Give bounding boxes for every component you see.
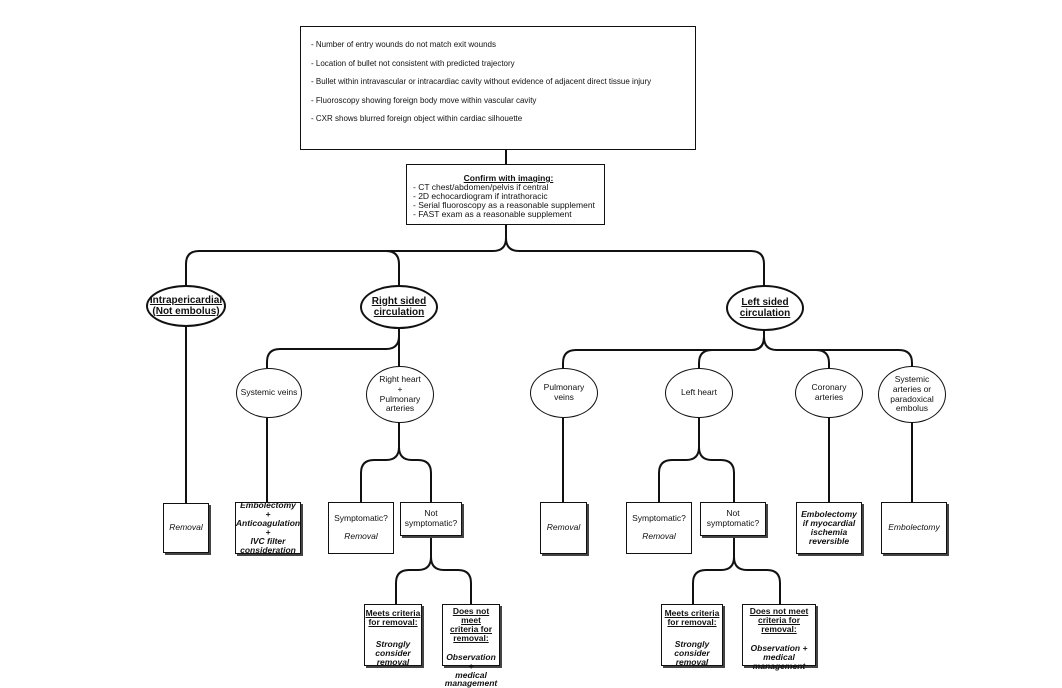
imaging-item: - FAST exam as a reasonable supplement xyxy=(413,208,572,219)
box-title: criteria for xyxy=(757,614,801,625)
box-label: management xyxy=(444,678,498,688)
node-label: Systemic veins xyxy=(240,387,298,398)
symptomatic-box-right: Symptomatic? Removal xyxy=(328,502,394,554)
node-label: circulation xyxy=(739,308,791,319)
left-circulation-node: Left sided circulation xyxy=(726,285,804,331)
box-title: removal: xyxy=(761,623,797,634)
embolectomy-if-ischemia-box: Embolectomy if myocardial ischemia rever… xyxy=(796,502,862,554)
box-title: Meets criteria xyxy=(664,608,720,618)
not-symptomatic-box-right: Not symptomatic? xyxy=(400,502,462,536)
symptomatic-box-left: Symptomatic? Removal xyxy=(626,502,692,554)
node-label: Coronary xyxy=(811,382,847,393)
meets-criteria-box-right: Meets criteria for removal: Strongly con… xyxy=(364,604,422,668)
node-label: Systemic xyxy=(894,373,930,384)
box-label: Embolectomy xyxy=(888,522,940,533)
node-label: paradoxical xyxy=(890,393,934,404)
node-label: veins xyxy=(554,392,574,402)
box-label: IVC filter xyxy=(250,535,286,546)
criteria-item: - Number of entry wounds do not match ex… xyxy=(311,40,496,49)
box-label: consideration xyxy=(240,544,296,555)
node-label: Right heart xyxy=(379,373,421,384)
left-heart-node: Left heart xyxy=(665,368,733,418)
meets-criteria-box-left: Meets criteria for removal: Strongly con… xyxy=(661,604,723,668)
box-label: + xyxy=(265,509,271,520)
does-not-meet-box-right: Does not meet criteria for removal: Obse… xyxy=(442,604,500,688)
box-title: removal: xyxy=(453,632,489,643)
systemic-veins-node: Systemic veins xyxy=(236,368,302,418)
criteria-box: - Number of entry wounds do not match ex… xyxy=(300,26,696,150)
box-label: medical xyxy=(455,669,487,680)
box-title: Does not meet xyxy=(749,606,809,616)
box-label: symptomatic? xyxy=(404,518,458,528)
criteria-item: - Location of bullet not consistent with… xyxy=(311,58,515,68)
box-label: Symptomatic? xyxy=(632,513,686,524)
node-label: circulation xyxy=(373,307,425,318)
right-circulation-node: Right sided circulation xyxy=(360,285,438,329)
box-label: Symptomatic? xyxy=(334,513,388,524)
box-label: Removal xyxy=(169,522,203,533)
box-label: Embolectomy xyxy=(801,509,857,520)
box-label: removal xyxy=(675,657,709,668)
box-label: medical xyxy=(763,651,795,662)
box-label: Observation + xyxy=(750,642,808,653)
box-label: Observation + xyxy=(446,651,496,671)
box-label: management xyxy=(752,660,806,671)
box-label: ischemia xyxy=(810,527,848,537)
box-label: removal xyxy=(376,657,410,668)
node-label: arteries xyxy=(385,403,415,414)
node-label: Intrapericardial xyxy=(149,294,223,306)
coronary-arteries-node: Coronary arteries xyxy=(795,368,863,418)
node-label: Right sided xyxy=(371,295,427,307)
systemic-arteries-node: Systemic arteries or paradoxical embolus xyxy=(878,366,946,423)
box-label: Removal xyxy=(546,522,581,533)
embolectomy-box: Embolectomy xyxy=(881,502,947,554)
node-label: Pulmonary xyxy=(379,393,421,404)
box-label: Removal xyxy=(344,531,378,541)
box-label: Embolectomy xyxy=(240,500,296,511)
box-label: Strongly xyxy=(674,638,710,649)
box-label: consider xyxy=(674,648,710,659)
box-label: Removal xyxy=(642,531,676,541)
box-label: reversible xyxy=(808,535,850,546)
node-label: + xyxy=(397,383,403,394)
intrapericardial-node: Intrapericardial (Not embolus) xyxy=(146,285,226,327)
box-label: symptomatic? xyxy=(706,518,760,528)
box-title: for removal: xyxy=(368,617,418,628)
imaging-box: Confirm with imaging: - CT chest/abdomen… xyxy=(406,164,605,225)
criteria-item: - Bullet within intravascular or intraca… xyxy=(311,77,652,86)
node-label: arteries xyxy=(814,392,844,402)
criteria-item: - CXR shows blurred foreign object withi… xyxy=(311,114,523,123)
box-label: Not xyxy=(726,508,740,519)
imaging-item: - CT chest/abdomen/pelvis if central xyxy=(413,181,549,192)
box-label: consider xyxy=(375,648,411,659)
does-not-meet-box-left: Does not meet criteria for removal: Obse… xyxy=(742,604,816,670)
imaging-item: - Serial fluoroscopy as a reasonable sup… xyxy=(413,199,595,210)
pulmonary-veins-node: Pulmonary veins xyxy=(530,368,598,418)
imaging-item: - 2D echocardiogram if intrathoracic xyxy=(413,190,548,201)
box-title: Meets criteria xyxy=(365,608,421,618)
box-label: if myocardial xyxy=(802,518,856,529)
box-title: criteria for xyxy=(449,623,493,634)
removal-box: Removal xyxy=(163,503,209,553)
box-title: Does not meet xyxy=(452,606,490,625)
node-label: Left sided xyxy=(741,296,789,308)
right-heart-node: Right heart + Pulmonary arteries xyxy=(366,366,434,423)
not-symptomatic-box-left: Not symptomatic? xyxy=(700,502,766,536)
box-label: + xyxy=(265,527,271,537)
node-label: arteries or xyxy=(892,383,932,394)
node-label: Pulmonary xyxy=(543,382,585,393)
node-label: (Not embolus) xyxy=(152,306,220,317)
box-label: Anticoagulation xyxy=(235,518,301,529)
node-label: embolus xyxy=(895,403,929,414)
box-label: Not xyxy=(424,508,438,519)
imaging-title: Confirm with imaging: xyxy=(463,173,554,183)
box-title: for removal: xyxy=(667,617,717,628)
box-label: Strongly xyxy=(375,638,411,649)
criteria-item: - Fluoroscopy showing foreign body move … xyxy=(311,95,537,105)
removal-box: Removal xyxy=(540,502,587,554)
embolectomy-anticoagulation-box: Embolectomy + Anticoagulation + IVC filt… xyxy=(235,500,301,555)
node-label: Left heart xyxy=(681,387,717,398)
